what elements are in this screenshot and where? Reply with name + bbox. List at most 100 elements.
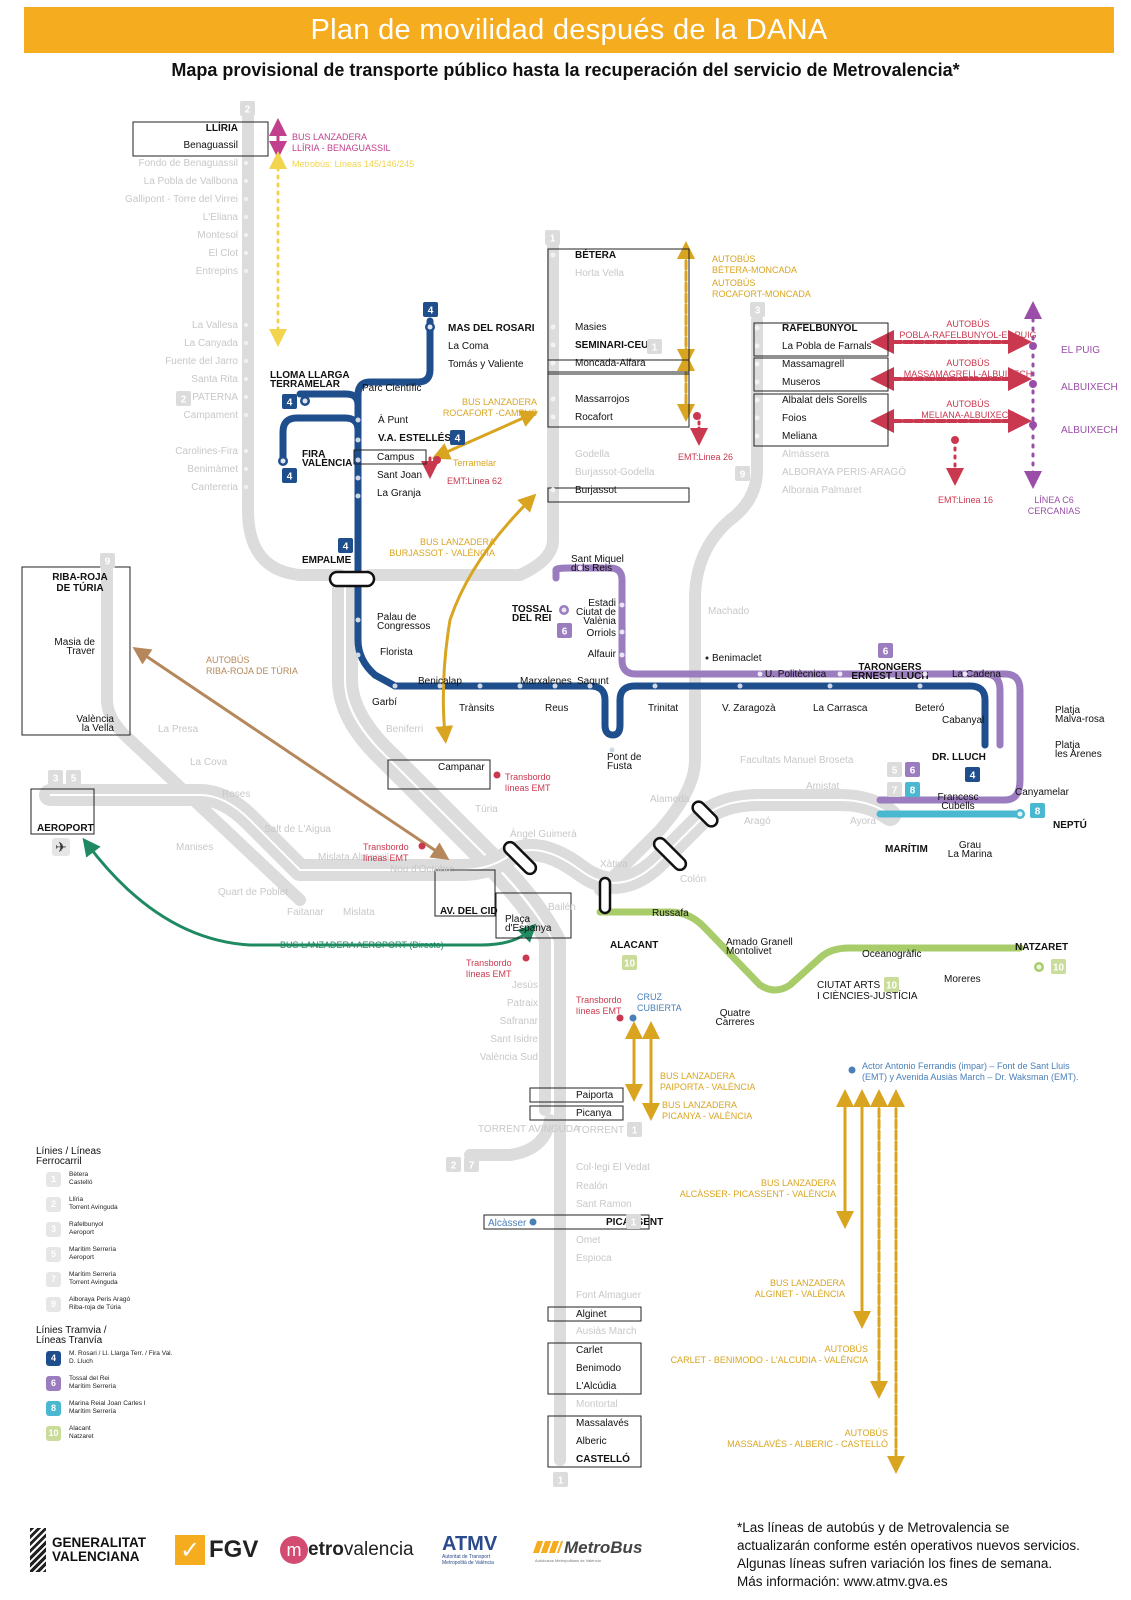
line-badge-number: 1	[652, 343, 658, 354]
line-badge: 3	[46, 1221, 61, 1237]
station-dot	[244, 269, 248, 273]
station-label: I CIÈNCIES-JUSTÍCIA	[817, 989, 918, 1002]
station-label: Moncada-Alfara	[575, 358, 646, 369]
line-badge-number: 9	[105, 557, 111, 568]
station-label: RIBA-ROJA	[52, 572, 108, 583]
station-label: Alberic	[576, 1436, 607, 1447]
line-3-badge	[750, 302, 765, 317]
station-label: SEMINARI-CEU	[575, 340, 648, 351]
line-badge: 7	[46, 1271, 61, 1287]
line-badge-number: 4	[287, 398, 293, 409]
arrow-ribaroja	[132, 646, 450, 861]
footnote-line: Más información: www.atmv.gva.es	[737, 1574, 948, 1589]
inactive-station-label: Campament	[184, 410, 239, 421]
line-badge-number: 9	[740, 470, 746, 481]
line-badge-number: 7	[469, 1161, 475, 1172]
station-dot	[619, 602, 625, 608]
inactive-station-label: Quart de Poblet	[218, 887, 288, 898]
inactive-station-label: Realón	[576, 1181, 608, 1192]
annotation-pobla: AUTOBÚS	[946, 319, 989, 329]
station-label: Garbí	[372, 697, 397, 708]
inactive-station-label: Ayora	[850, 816, 876, 827]
cercanias-station-dot	[1029, 380, 1037, 388]
arrow-rocafort-campus	[431, 410, 539, 460]
station-label: Platja	[1055, 740, 1080, 751]
station-label: Benimaclet	[712, 653, 762, 664]
arrow-airport	[82, 837, 537, 947]
inactive-station-label: ALBORAYA PERIS-ARAGÓ	[782, 465, 906, 478]
station-dot	[244, 359, 248, 363]
inactive-station-label: Xàtiva	[600, 859, 628, 870]
station-label: Cabanyal	[942, 715, 984, 726]
station-label: Meliana	[782, 431, 817, 442]
line-badge: 4	[46, 1350, 61, 1366]
annotation-meliana: MELIANA-ALBUIXECH	[921, 410, 1015, 420]
annotation-meliana: AUTOBÚS	[946, 399, 989, 409]
fgv-check-icon: ✓	[175, 1535, 205, 1565]
station-label: Pont de	[607, 752, 642, 763]
line-badge-number: 7	[892, 786, 898, 797]
station-label: Orriols	[587, 628, 616, 639]
annotation-cruz: CUBIERTA	[637, 1003, 682, 1013]
station-dot	[577, 565, 583, 571]
station-label: La Granja	[377, 488, 421, 499]
annotation-albuixech2: ALBUIXECH	[1061, 425, 1118, 436]
station-dot	[754, 415, 760, 421]
line-badge-number: 1	[558, 1476, 564, 1487]
station-dot	[302, 398, 308, 404]
station-dot	[754, 325, 760, 331]
emt26-stop-dot	[693, 412, 701, 420]
annotation-cruz: CRUZ	[637, 992, 662, 1002]
title-banner: Plan de movilidad después de la DANA	[24, 7, 1114, 53]
inactive-station-label: Font Almaguer	[576, 1290, 642, 1301]
annotation-massamagrell: MASSAMAGRELL-ALBUIXECH	[904, 369, 1033, 379]
transbordo-dot	[522, 954, 530, 962]
station-dot	[705, 656, 709, 660]
footnote-line: actualizarán conforme estén operativos n…	[737, 1538, 1080, 1553]
station-label: Cubells	[941, 801, 974, 812]
station-label: DE TÚRIA	[56, 581, 103, 594]
station-label: U. Politècnica	[765, 669, 827, 680]
station-label: Carlet	[576, 1345, 603, 1356]
rail-torrent-avinguda	[464, 1114, 556, 1161]
annotation-picanya: PICANYA - VALÈNCIA	[662, 1111, 752, 1121]
inactive-station-label: Faitanar	[287, 907, 324, 918]
inactive-station-label: Colón	[680, 874, 706, 885]
inactive-station-label: La Canyada	[184, 338, 238, 349]
station-dot	[355, 493, 361, 499]
station-label: Montolivet	[726, 946, 772, 957]
footnote-line: Algunas líneas sufren variación los fine…	[737, 1556, 1053, 1571]
station-label: Moreres	[944, 974, 981, 985]
interchange-symbols	[328, 570, 719, 915]
emt-note-dot	[848, 1066, 856, 1074]
seminari-badge	[647, 339, 662, 354]
station-dot	[550, 414, 556, 420]
station-dot	[550, 396, 556, 402]
station-label: Museros	[782, 377, 820, 388]
metrovalencia-m-icon: m	[280, 1536, 308, 1564]
station-dot	[244, 449, 248, 453]
station-dot	[754, 397, 760, 403]
station-label: Sagunt	[577, 676, 609, 687]
transbordo-dot	[493, 771, 501, 779]
station-dot	[550, 342, 556, 348]
annotation-rocafort-campus: ROCAFORT -CAMPUS	[443, 408, 537, 418]
station-label: les Arenes	[1055, 749, 1102, 760]
annotation-ribaroja: AUTOBÚS	[206, 655, 249, 665]
inactive-station-label: Almàssera	[782, 449, 830, 460]
station-label: Ciutat de	[576, 607, 616, 618]
alcasser-dot	[529, 1218, 537, 1226]
annotation-massamagrell: AUTOBÚS	[946, 358, 989, 368]
station-label: Marxalenes	[520, 676, 572, 687]
active-station-boxes	[21, 121, 889, 1468]
line-4-badge	[450, 430, 465, 445]
cercanias-station-dot	[1029, 421, 1037, 429]
tram-line-10	[596, 908, 1024, 994]
inactive-station-label: Bailén	[548, 902, 576, 913]
inactive-station-label: Safranar	[500, 1016, 539, 1027]
station-label: Grau	[959, 840, 981, 851]
